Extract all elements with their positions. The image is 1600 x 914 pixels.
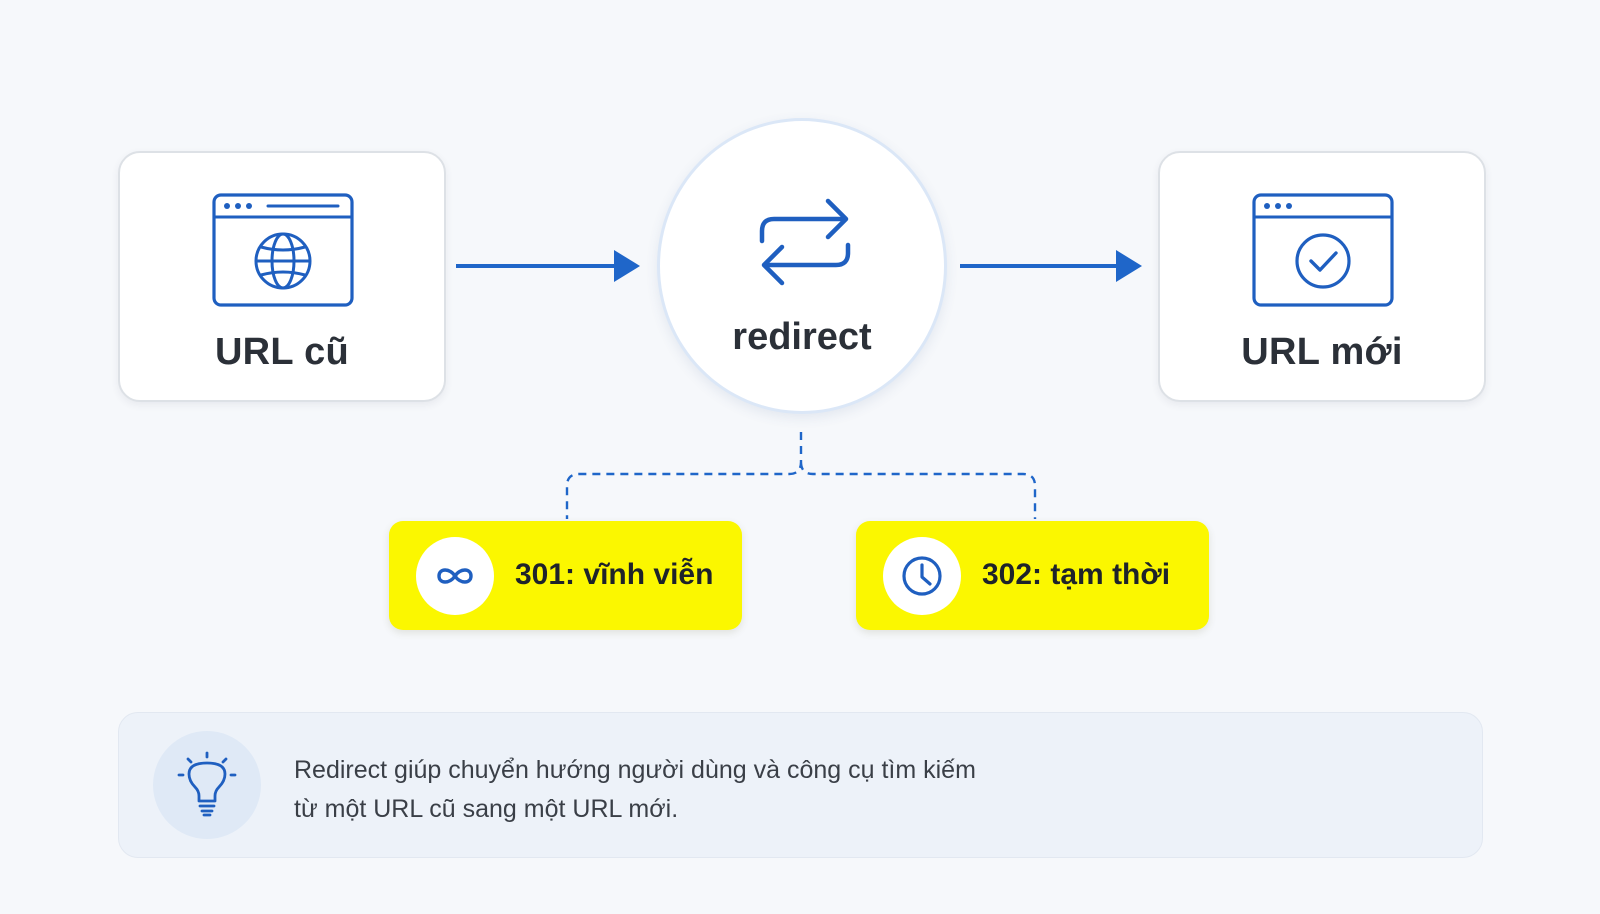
browser-globe-icon bbox=[212, 193, 354, 307]
badge-302-label: 302: tạm thời bbox=[982, 558, 1171, 591]
arrow-redirect-to-new bbox=[960, 250, 1142, 282]
old-url-node: URL cũ bbox=[118, 151, 446, 402]
badge-302-icon-circle bbox=[883, 537, 961, 615]
lightbulb-icon bbox=[177, 751, 237, 817]
badge-301-icon-circle bbox=[416, 537, 494, 615]
browser-check-icon bbox=[1252, 193, 1394, 307]
note-text: Redirect giúp chuyển hướng người dùng và… bbox=[294, 751, 976, 829]
old-url-label: URL cũ bbox=[214, 331, 350, 373]
new-url-node: URL mới bbox=[1158, 151, 1486, 402]
arrow-old-to-redirect bbox=[456, 250, 640, 282]
badge-302: 302: tạm thời bbox=[856, 521, 1209, 630]
info-note: Redirect giúp chuyển hướng người dùng và… bbox=[118, 712, 1483, 858]
note-line-1: Redirect giúp chuyển hướng người dùng và… bbox=[294, 756, 976, 784]
redirect-node: redirect bbox=[657, 118, 947, 414]
lightbulb-icon-circle bbox=[153, 731, 261, 839]
new-url-label: URL mới bbox=[1241, 331, 1403, 373]
redirect-label: redirect bbox=[732, 316, 872, 358]
badge-301-label: 301: vĩnh viễn bbox=[515, 558, 714, 591]
swap-arrows-icon bbox=[759, 198, 851, 286]
badge-301: 301: vĩnh viễn bbox=[389, 521, 742, 630]
clock-icon bbox=[902, 556, 942, 596]
dashed-branch-connector bbox=[565, 432, 1037, 519]
note-line-2: từ một URL cũ sang một URL mới. bbox=[294, 795, 679, 823]
infinity-icon bbox=[437, 568, 473, 584]
